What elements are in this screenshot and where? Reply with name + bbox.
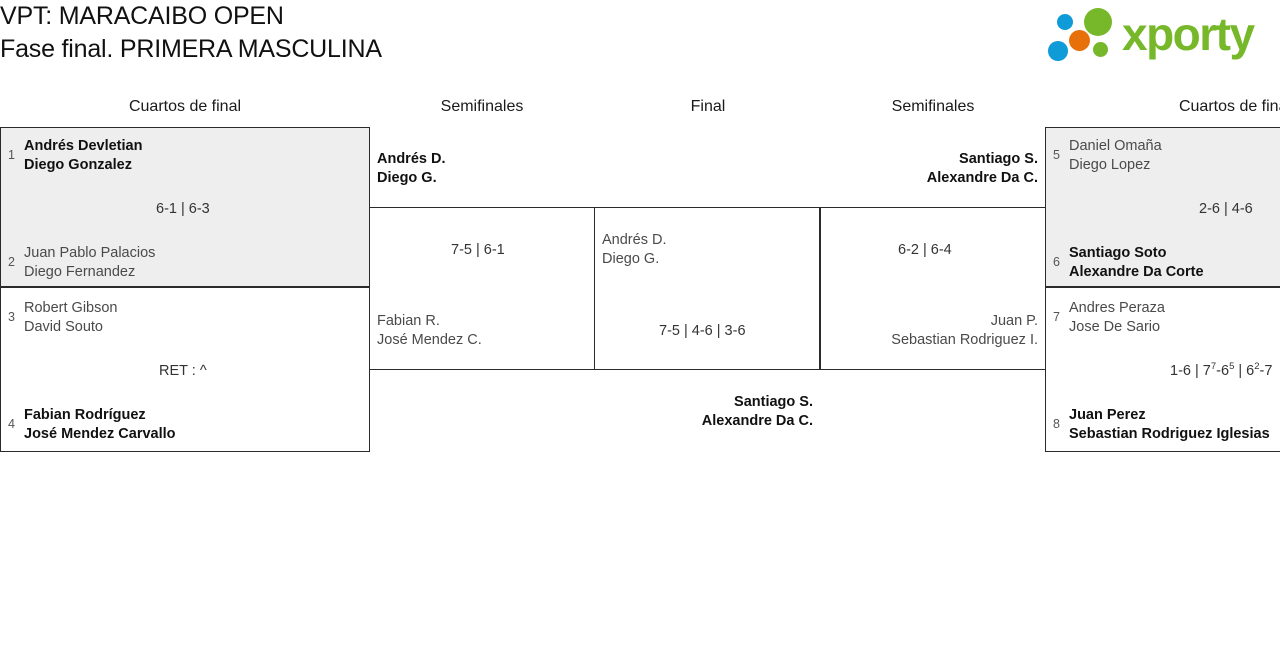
team-sf-right-top-line1: Santiago S. [959, 151, 1038, 167]
score-qf4: 1-6 | 77-65 | 62-7 [1170, 361, 1273, 379]
team-qf3-bottom-line1: Santiago Soto [1069, 245, 1167, 261]
team-qf4-bottom-line1: Juan Perez [1069, 407, 1146, 423]
team-final-top[interactable]: Andrés D. Diego G. [602, 231, 666, 269]
match-box-qf4[interactable] [1045, 287, 1280, 452]
team-sf-left-bottom-line1: Fabian R. [377, 313, 440, 329]
logo-wordmark: xporty [1122, 8, 1255, 60]
score-qf2: RET : ^ [159, 363, 207, 379]
team-sf-right-bottom-line2: Sebastian Rodriguez I. [891, 332, 1038, 348]
team-qf2-top[interactable]: Robert Gibson David Souto [24, 299, 118, 337]
team-qf2-top-line1: Robert Gibson [24, 300, 118, 316]
team-qf1-top-line2: Diego Gonzalez [24, 157, 132, 173]
page-title: VPT: MARACAIBO OPEN Fase final. PRIMERA … [0, 0, 382, 66]
seed-number-3: 3 [8, 310, 15, 324]
tournament-phase: Fase final. PRIMERA MASCULINA [0, 35, 382, 63]
team-sf-left-top-line1: Andrés D. [377, 151, 446, 167]
logo-dot-green-large [1084, 8, 1112, 36]
team-sf-right-bottom[interactable]: Juan P. Sebastian Rodriguez I. [818, 312, 1038, 350]
score-sf-right: 6-2 | 6-4 [898, 242, 952, 258]
tournament-name: VPT: MARACAIBO OPEN [0, 2, 284, 30]
logo-dot-blue-small-top [1057, 14, 1073, 30]
team-qf4-top[interactable]: Andres Peraza Jose De Sario [1069, 299, 1165, 337]
team-qf1-bottom[interactable]: Juan Pablo Palacios Diego Fernandez [24, 244, 155, 282]
team-qf1-bottom-line2: Diego Fernandez [24, 264, 136, 280]
logo-dot-blue-medium-bottom [1048, 41, 1068, 61]
match-box-qf3[interactable] [1045, 127, 1280, 287]
team-qf2-top-line2: David Souto [24, 319, 103, 335]
round-header-sf-left: Semifinales [440, 98, 524, 115]
team-qf2-bottom-line2: José Mendez Carvallo [24, 426, 176, 442]
xporty-logo[interactable]: xporty [1048, 6, 1276, 62]
team-qf3-top[interactable]: Daniel Omaña Diego Lopez [1069, 137, 1162, 175]
seed-number-1: 1 [8, 148, 15, 162]
team-sf-right-top[interactable]: Santiago S. Alexandre Da C. [838, 150, 1038, 188]
team-qf4-top-line2: Jose De Sario [1069, 319, 1161, 335]
page-header: VPT: MARACAIBO OPEN Fase final. PRIMERA … [0, 0, 1280, 92]
seed-number-6: 6 [1053, 255, 1060, 269]
team-sf-left-top-line2: Diego G. [377, 170, 437, 186]
team-final-bottom[interactable]: Santiago S. Alexandre Da C. [613, 393, 813, 431]
seed-number-8: 8 [1053, 417, 1060, 431]
team-qf3-top-line2: Diego Lopez [1069, 157, 1151, 173]
match-box-qf1[interactable] [0, 127, 370, 287]
team-qf1-top[interactable]: Andrés Devletian Diego Gonzalez [24, 137, 142, 175]
team-final-top-line2: Diego G. [602, 251, 660, 267]
team-qf4-bottom[interactable]: Juan Perez Sebastian Rodriguez Iglesias [1069, 406, 1270, 444]
team-sf-right-bottom-line1: Juan P. [990, 313, 1038, 329]
logo-dots-icon [1048, 6, 1122, 62]
logo-dot-orange-medium [1069, 30, 1090, 51]
team-sf-left-top[interactable]: Andrés D. Diego G. [377, 150, 446, 188]
logo-dot-green-small [1093, 42, 1108, 57]
team-qf3-bottom[interactable]: Santiago Soto Alexandre Da Corte [1069, 244, 1204, 282]
score-final: 7-5 | 4-6 | 3-6 [659, 323, 746, 339]
team-qf1-bottom-line1: Juan Pablo Palacios [24, 245, 156, 261]
score-sf-left: 7-5 | 6-1 [451, 242, 505, 258]
match-box-final[interactable] [594, 207, 821, 370]
team-final-bottom-line2: Alexandre Da C. [701, 413, 813, 429]
round-header-final: Final [690, 98, 726, 115]
team-qf1-top-line1: Andrés Devletian [24, 138, 143, 154]
round-header-qf-left: Cuartos de final [128, 98, 242, 115]
round-header-qf-right: Cuartos de final [1178, 98, 1280, 115]
team-sf-left-bottom[interactable]: Fabian R. José Mendez C. [377, 312, 482, 350]
team-qf3-bottom-line2: Alexandre Da Corte [1069, 264, 1204, 280]
score-qf1: 6-1 | 6-3 [156, 201, 210, 217]
team-qf2-bottom[interactable]: Fabian Rodríguez José Mendez Carvallo [24, 406, 176, 444]
seed-number-7: 7 [1053, 310, 1060, 324]
score-qf3: 2-6 | 4-6 [1199, 201, 1253, 217]
seed-number-4: 4 [8, 417, 15, 431]
seed-number-2: 2 [8, 255, 15, 269]
team-sf-right-top-line2: Alexandre Da C. [926, 170, 1038, 186]
seed-number-5: 5 [1053, 148, 1060, 162]
team-qf2-bottom-line1: Fabian Rodríguez [24, 407, 146, 423]
team-final-top-line1: Andrés D. [602, 232, 667, 248]
team-qf4-bottom-line2: Sebastian Rodriguez Iglesias [1069, 426, 1270, 442]
team-sf-left-bottom-line2: José Mendez C. [377, 332, 482, 348]
team-qf4-top-line1: Andres Peraza [1069, 300, 1165, 316]
team-final-bottom-line1: Santiago S. [734, 394, 813, 410]
round-header-sf-right: Semifinales [891, 98, 975, 115]
team-qf3-top-line1: Daniel Omaña [1069, 138, 1162, 154]
